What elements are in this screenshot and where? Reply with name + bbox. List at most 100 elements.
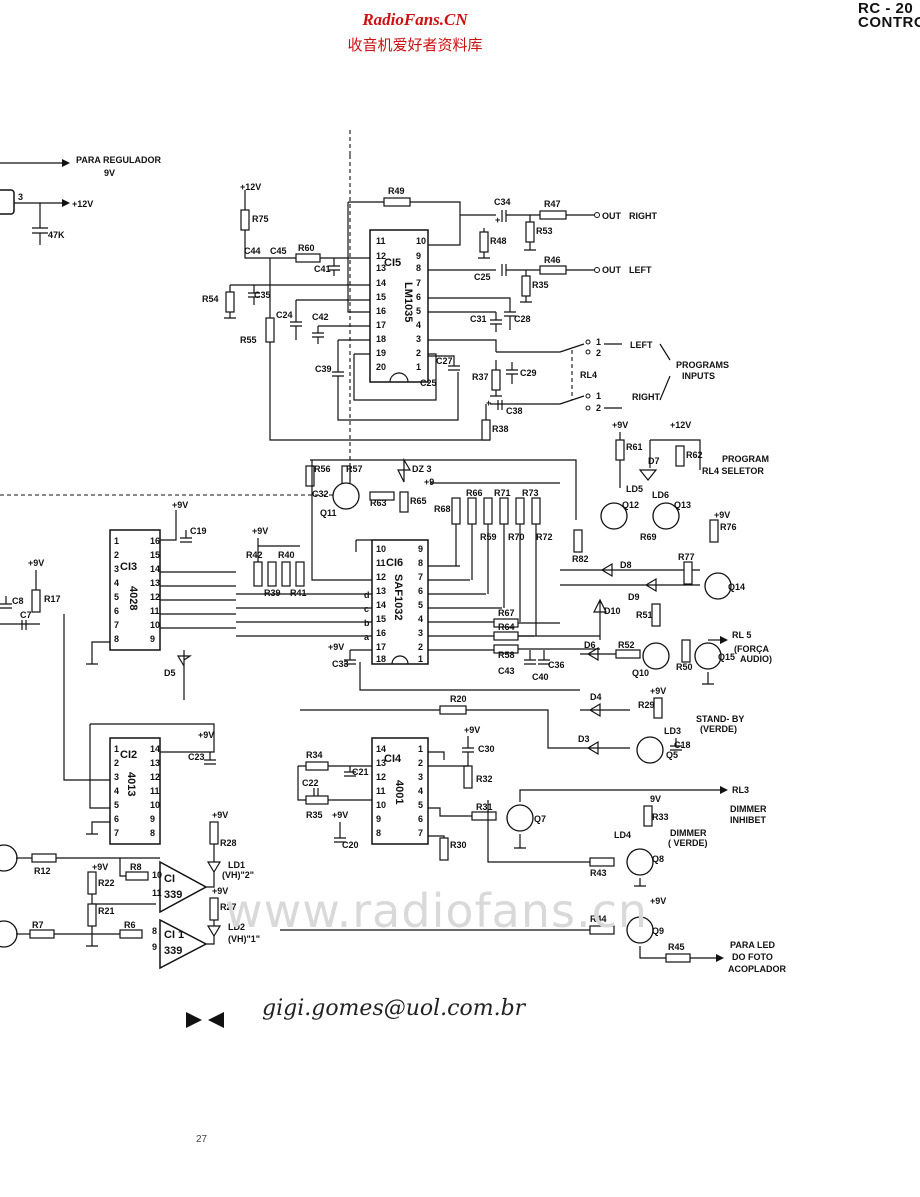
svg-text:R48: R48: [490, 236, 507, 246]
ld2-label-a: LD2: [228, 922, 245, 932]
svg-text:R38: R38: [492, 424, 509, 434]
ld1-label-b: (VH)"2": [222, 870, 254, 880]
r62: [675, 445, 685, 467]
svg-text:R12: R12: [34, 866, 51, 876]
svg-text:R47: R47: [544, 199, 561, 209]
r47: [539, 210, 567, 220]
q9-9v-label: +9V: [650, 896, 666, 906]
svg-text:2: 2: [114, 758, 119, 768]
svg-text:C30: C30: [478, 744, 495, 754]
svg-text:C38: C38: [506, 406, 523, 416]
svg-text:7: 7: [416, 278, 421, 288]
ci2-name: CI2: [120, 749, 137, 761]
site-subtitle: 收音机爱好者资料库: [347, 37, 483, 54]
svg-text:8: 8: [418, 558, 423, 568]
svg-text:12: 12: [150, 772, 160, 782]
svg-text:13: 13: [150, 758, 160, 768]
svg-text:15: 15: [376, 292, 386, 302]
svg-text:R51: R51: [636, 610, 653, 620]
svg-text:D5: D5: [164, 668, 176, 678]
r22: [87, 871, 97, 895]
svg-text:10: 10: [152, 870, 162, 880]
ci6-bus: R67 R64 R58 C43 C40 C36 dc ba +9V C33: [236, 460, 600, 691]
svg-text:9: 9: [150, 634, 155, 644]
programs-label-b: INPUTS: [682, 371, 715, 381]
svg-text:R62: R62: [686, 450, 703, 460]
standby-label-b: (VERDE): [700, 724, 737, 734]
svg-text:R68: R68: [434, 504, 451, 514]
svg-text:Q13: Q13: [674, 500, 691, 510]
programs-label-a: PROGRAMS: [676, 360, 729, 370]
svg-text:1: 1: [114, 744, 119, 754]
r6: [119, 929, 143, 939]
r55: [265, 317, 275, 343]
ci2-part: 4013: [125, 772, 137, 796]
svg-text:14: 14: [150, 564, 160, 574]
q14-9v-label: +9V: [714, 510, 730, 520]
svg-text:4: 4: [114, 578, 119, 588]
svg-text:4: 4: [416, 320, 421, 330]
svg-text:14: 14: [376, 600, 386, 610]
r38: [481, 419, 491, 441]
svg-text:R44: R44: [590, 914, 607, 924]
ci5-part: LM1035: [402, 282, 414, 322]
q5-9v-label: +9V: [650, 686, 666, 696]
ci4-body: [371, 737, 429, 845]
forca-label-b: AUDIO): [740, 654, 772, 664]
ci6-body: [371, 539, 429, 665]
r56: [305, 465, 315, 487]
r71: [499, 497, 509, 525]
svg-text:10: 10: [376, 800, 386, 810]
r50: [681, 639, 691, 663]
svg-text:R21: R21: [98, 906, 115, 916]
q15-transistor: [694, 642, 722, 670]
svg-text:8: 8: [416, 263, 421, 273]
svg-text:11: 11: [376, 558, 386, 568]
svg-text:C34: C34: [494, 197, 511, 207]
svg-text:R35: R35: [306, 810, 323, 820]
svg-text:12: 12: [376, 772, 386, 782]
svg-text:R52: R52: [618, 640, 635, 650]
svg-text:C24: C24: [276, 310, 293, 320]
site-title: RadioFans.CN: [362, 10, 468, 29]
r41: [295, 561, 305, 587]
ci4-name: CI4: [384, 753, 402, 765]
comparator-b: [159, 918, 208, 970]
svg-text:11: 11: [150, 606, 160, 616]
q12-transistor: [600, 502, 628, 530]
svg-text:4: 4: [418, 614, 423, 624]
svg-text:12: 12: [150, 592, 160, 602]
r33: [643, 805, 653, 827]
svg-text:C40: C40: [532, 672, 549, 682]
svg-text:R41: R41: [290, 588, 307, 598]
svg-text:11: 11: [152, 888, 162, 898]
r46: [539, 265, 567, 275]
q13-transistor: [652, 502, 680, 530]
svg-text:R50: R50: [676, 662, 693, 672]
47k-label: 47K: [48, 230, 65, 240]
svg-text:R39: R39: [264, 588, 281, 598]
svg-text:R34: R34: [306, 750, 323, 760]
r39: [267, 561, 277, 587]
svg-text:C7: C7: [20, 610, 32, 620]
svg-text:R54: R54: [202, 294, 219, 304]
left-input-label: LEFT: [630, 340, 653, 350]
ld4-label-b: ( VERDE): [668, 838, 708, 848]
svg-text:C43: C43: [498, 666, 515, 676]
r17-9v-label: +9V: [28, 558, 44, 568]
svg-text:2: 2: [596, 348, 601, 358]
svg-text:C32: C32: [312, 489, 329, 499]
ci5-12v-label: +12V: [240, 182, 261, 192]
ci3-body: [109, 529, 161, 651]
r66: [467, 497, 477, 525]
svg-text:R27: R27: [220, 902, 237, 912]
svg-text:D4: D4: [590, 692, 602, 702]
svg-text:7: 7: [114, 620, 119, 630]
svg-text:14: 14: [376, 744, 386, 754]
svg-text:C19: C19: [190, 526, 207, 536]
svg-text:10: 10: [150, 800, 160, 810]
regulator-block: [0, 189, 15, 215]
svg-text:2: 2: [596, 403, 601, 413]
svg-text:+: +: [495, 215, 500, 225]
